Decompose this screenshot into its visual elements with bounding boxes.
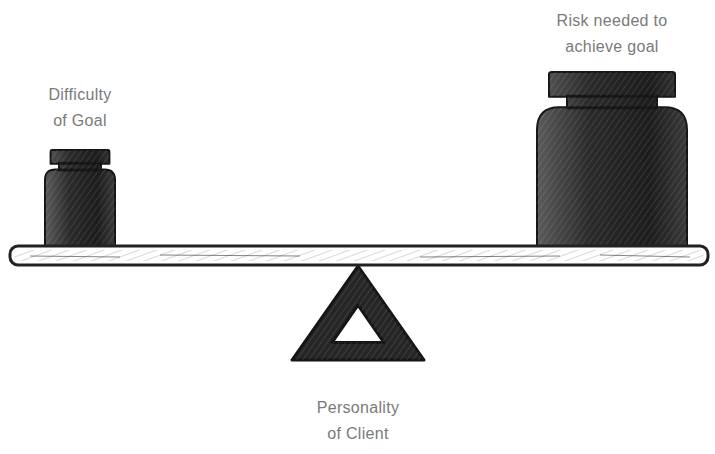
- fulcrum-outline: [290, 264, 426, 362]
- sketch-hatching: [45, 150, 115, 248]
- node-caption: Risk needed to achieve goal: [547, 8, 677, 60]
- weight-outline: [537, 72, 687, 248]
- beam-sketch-lines: [30, 255, 690, 257]
- caption-text: Personality of Client: [312, 395, 404, 447]
- sketch-hatching: [292, 266, 424, 360]
- caption-text: Difficulty of Goal: [44, 82, 116, 134]
- beam-shading: [14, 250, 704, 261]
- weight-body: [537, 72, 687, 248]
- node-caption: Difficulty of Goal: [44, 82, 116, 134]
- fulcrum-shape: Personality of Client: [290, 264, 426, 362]
- node-caption: Personality of Client: [312, 395, 404, 447]
- sketch-hatching: [537, 72, 687, 248]
- fulcrum-body: [292, 266, 424, 360]
- weight-outline: [45, 150, 115, 248]
- weight-shape: Risk needed to achieve goal: [537, 72, 687, 248]
- caption-text: Risk needed to achieve goal: [547, 8, 677, 60]
- weight-shape: Difficulty of Goal: [45, 150, 115, 248]
- weight-body: [45, 150, 115, 248]
